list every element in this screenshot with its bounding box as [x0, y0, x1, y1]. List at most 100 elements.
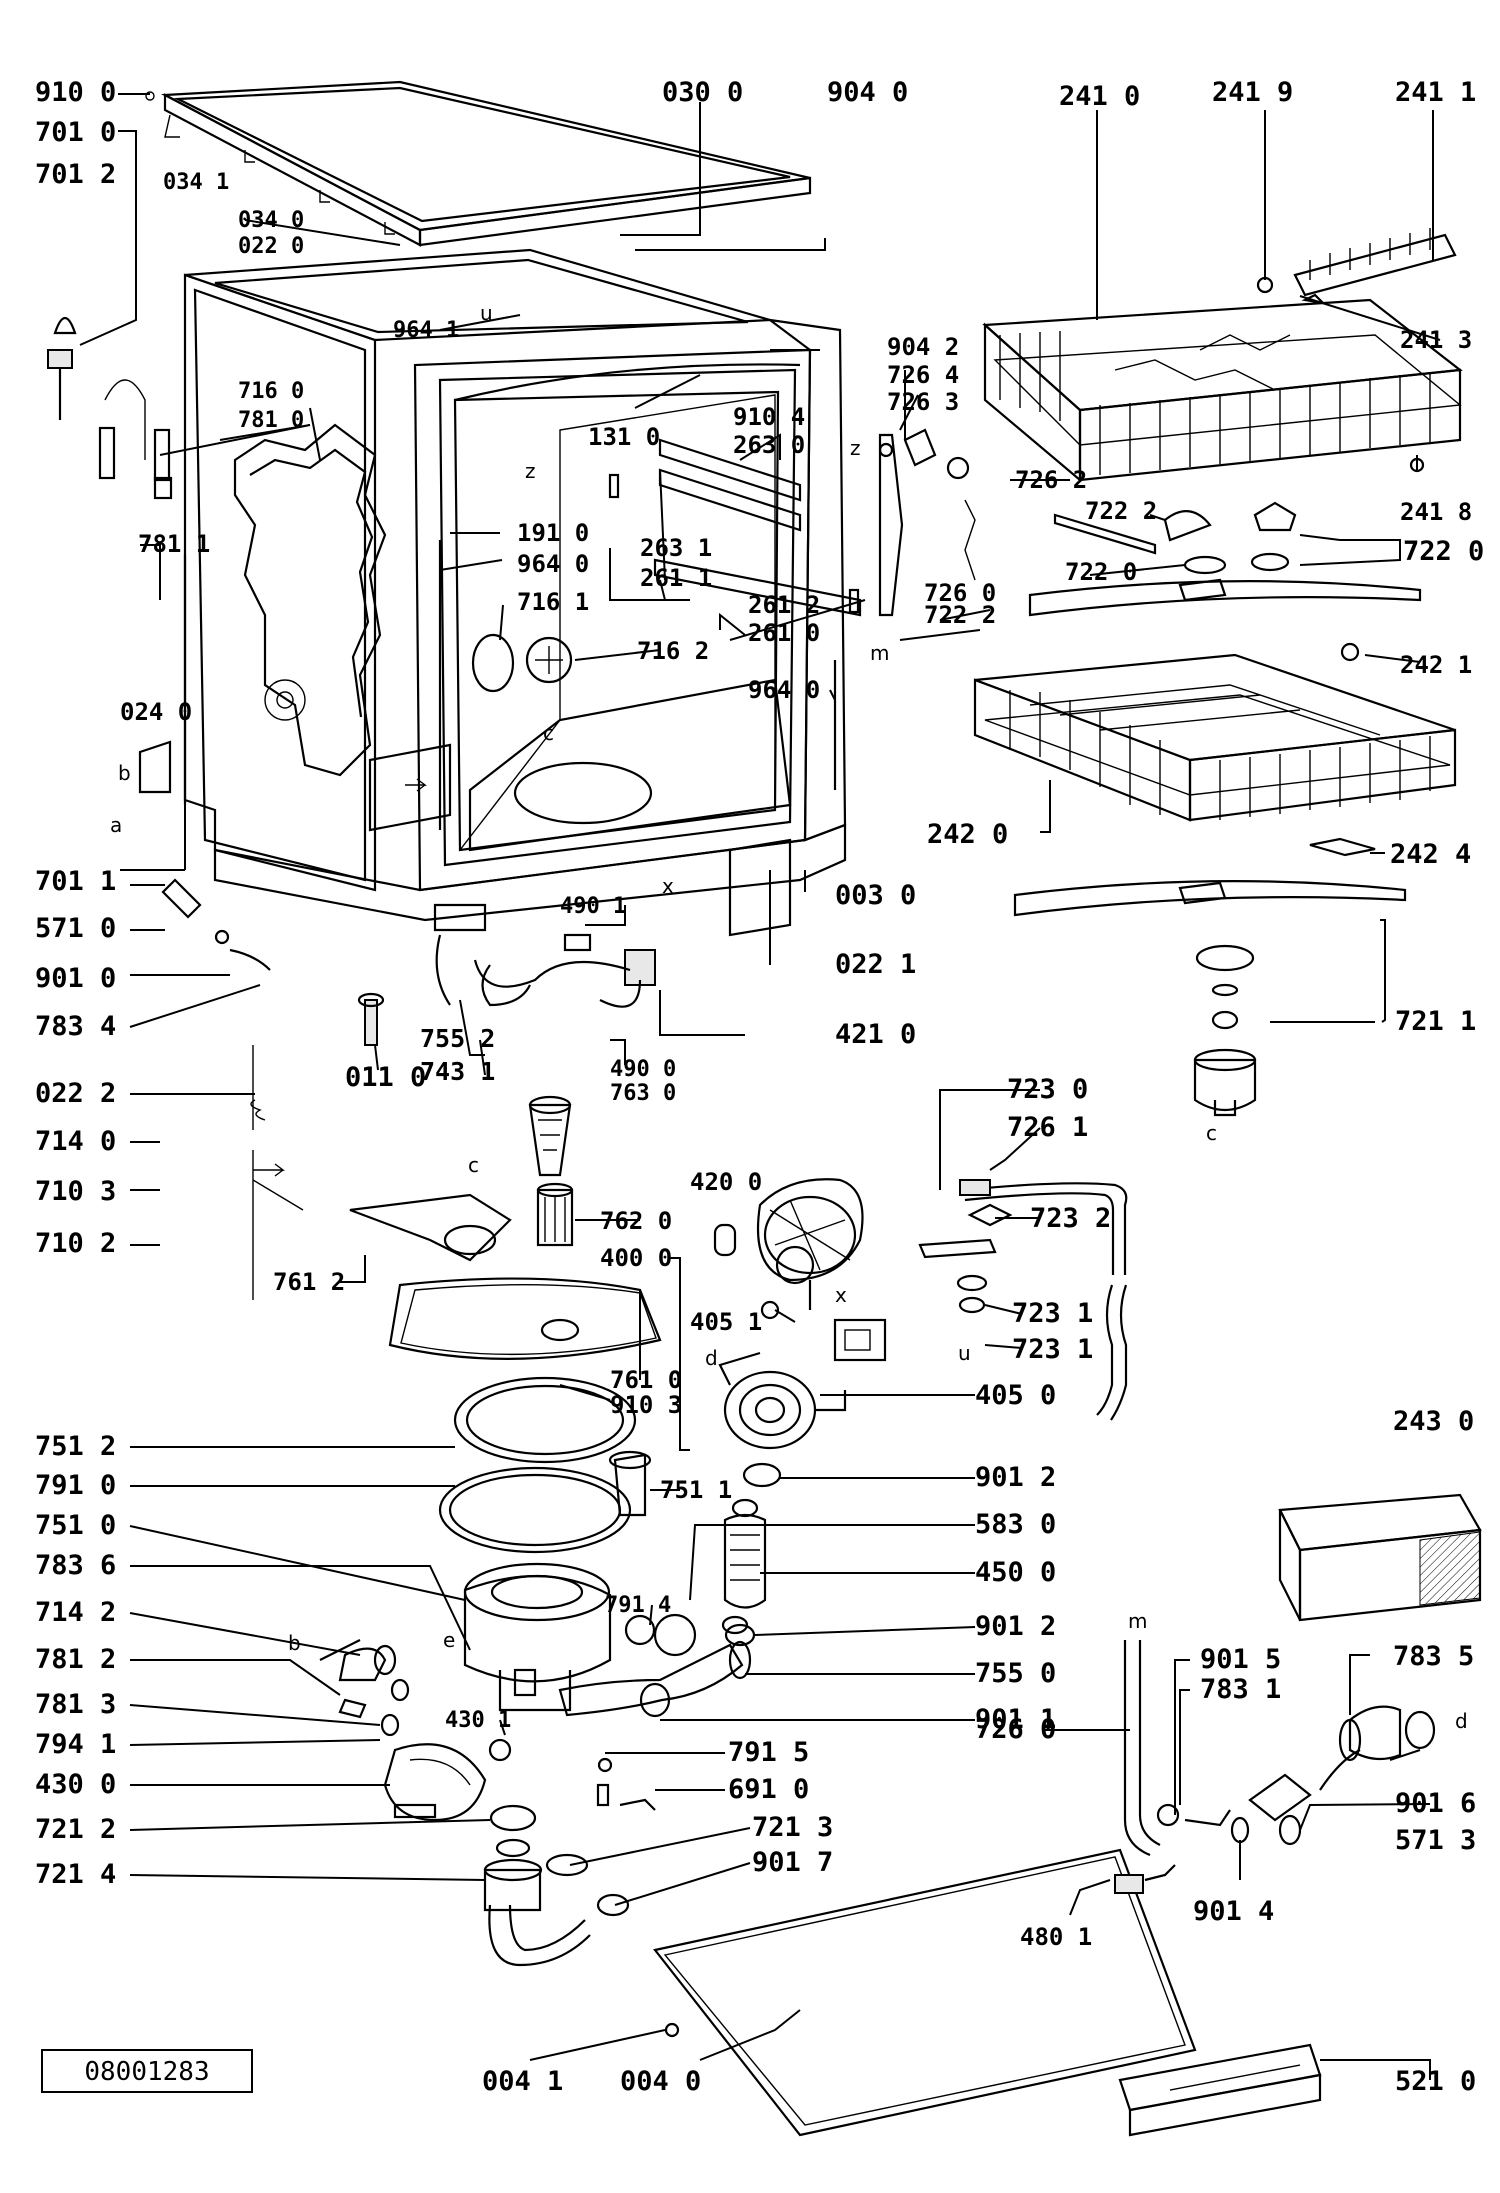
label-901-4: 901 4	[1193, 1896, 1274, 1927]
label-910-3: 910 3	[610, 1391, 682, 1419]
label-261-1: 261 1	[640, 564, 712, 592]
label-480-1: 480 1	[1020, 1923, 1092, 1951]
document-number-box: 08001283	[41, 2049, 253, 2093]
label-964-0b: 964 0	[748, 676, 820, 704]
label-024-0: 024 0	[120, 698, 192, 726]
label-723-1b: 723 1	[1012, 1334, 1093, 1365]
cabinet-tub	[183, 248, 862, 937]
label-011-0: 011 0	[345, 1062, 426, 1093]
label-710-2: 710 2	[35, 1228, 116, 1259]
reference-markers: u z z c b a x m c c x d u b e m d	[110, 301, 1468, 1733]
label-583-0: 583 0	[975, 1509, 1056, 1540]
label-722-2b: 722 2	[924, 601, 996, 629]
marker-e-bottom: e	[443, 1628, 455, 1652]
label-783-5: 783 5	[1393, 1641, 1474, 1672]
marker-d-right: d	[1455, 1709, 1468, 1733]
label-904-2: 904 2	[887, 333, 959, 361]
label-722-0a: 722 0	[1403, 536, 1484, 567]
label-781-0: 781 0	[238, 408, 304, 433]
label-726-4: 726 4	[887, 361, 959, 389]
label-420-0: 420 0	[690, 1168, 762, 1196]
label-004-0: 004 0	[620, 2066, 701, 2097]
label-701-1: 701 1	[35, 866, 116, 897]
label-716-0: 716 0	[238, 379, 304, 404]
label-723-2: 723 2	[1030, 1203, 1111, 1234]
label-521-0: 521 0	[1395, 2066, 1476, 2097]
label-691-0: 691 0	[728, 1774, 809, 1805]
label-904-0: 904 0	[827, 77, 908, 108]
sump-filter-assembly	[349, 1095, 752, 1718]
label-421-0: 421 0	[835, 1019, 916, 1050]
label-490-1: 490 1	[560, 894, 626, 919]
label-261-0: 261 0	[748, 619, 820, 647]
label-242-1: 242 1	[1400, 651, 1472, 679]
label-430-1: 430 1	[445, 1708, 511, 1733]
label-721-1: 721 1	[1395, 1006, 1476, 1037]
label-901-0: 901 0	[35, 963, 116, 994]
label-726-1: 726 1	[1007, 1112, 1088, 1143]
label-901-2b: 901 2	[975, 1611, 1056, 1642]
marker-d-pump: d	[705, 1346, 718, 1370]
wiring-parts	[433, 903, 656, 1008]
label-726-3: 726 3	[887, 388, 959, 416]
inlet-hoses	[1123, 1640, 1436, 1857]
label-721-4: 721 4	[35, 1859, 116, 1890]
marker-b-top: b	[118, 761, 131, 785]
label-022-2: 022 2	[35, 1078, 116, 1109]
label-726-0b: 726 0	[975, 1714, 1056, 1745]
label-721-2: 721 2	[35, 1814, 116, 1845]
label-034-0: 034 0	[238, 208, 304, 233]
label-910-4: 910 4	[733, 403, 805, 431]
label-034-1: 034 1	[163, 170, 229, 195]
label-726-0a: 726 0	[924, 579, 996, 607]
marker-m-bottom: m	[1128, 1609, 1147, 1633]
label-721-3: 721 3	[752, 1812, 833, 1843]
label-781-1: 781 1	[138, 530, 210, 558]
label-242-4: 242 4	[1390, 839, 1471, 870]
label-571-0: 571 0	[35, 913, 116, 944]
label-571-3: 571 3	[1395, 1825, 1476, 1856]
label-241-3: 241 3	[1400, 326, 1472, 354]
lower-basket	[973, 642, 1457, 1117]
label-710-3: 710 3	[35, 1176, 116, 1207]
marker-c-mid: c	[468, 1153, 479, 1177]
motor-pump	[624, 1178, 887, 1657]
worktop-lid	[145, 80, 812, 247]
marker-a-left: a	[110, 813, 122, 837]
label-030-0: 030 0	[662, 77, 743, 108]
label-781-3: 781 3	[35, 1689, 116, 1720]
label-701-2: 701 2	[35, 159, 116, 190]
label-714-2: 714 2	[35, 1597, 116, 1628]
label-263-0: 263 0	[733, 431, 805, 459]
label-901-1: 901 1	[975, 1704, 1056, 1735]
label-751-0: 751 0	[35, 1510, 116, 1541]
label-910-0: 910 0	[35, 77, 116, 108]
label-755-0: 755 0	[975, 1658, 1056, 1689]
label-716-2: 716 2	[637, 637, 709, 665]
label-405-0: 405 0	[975, 1380, 1056, 1411]
label-964-0a: 964 0	[517, 550, 589, 578]
label-761-0: 761 0	[610, 1366, 682, 1394]
label-761-2: 761 2	[273, 1268, 345, 1296]
label-901-7: 901 7	[752, 1847, 833, 1878]
label-003-0: 003 0	[835, 880, 916, 911]
label-751-2: 751 2	[35, 1431, 116, 1462]
marker-u-top: u	[480, 301, 493, 325]
label-241-1: 241 1	[1395, 77, 1476, 108]
upper-basket	[982, 228, 1463, 483]
marker-c-tub: c	[543, 721, 554, 745]
label-743-1: 743 1	[420, 1057, 495, 1086]
label-714-0: 714 0	[35, 1126, 116, 1157]
label-723-1a: 723 1	[1012, 1298, 1093, 1329]
label-722-2a: 722 2	[1085, 497, 1157, 525]
label-716-1: 716 1	[517, 588, 589, 616]
label-243-0: 243 0	[1393, 1406, 1474, 1437]
label-131-0: 131 0	[588, 423, 660, 451]
detergent-dispenser	[1278, 1493, 1482, 1622]
label-241-8: 241 8	[1400, 498, 1472, 526]
label-791-5: 791 5	[728, 1737, 809, 1768]
label-022-1: 022 1	[835, 949, 916, 980]
label-490-0: 490 0	[610, 1057, 676, 1082]
label-783-4: 783 4	[35, 1011, 116, 1042]
